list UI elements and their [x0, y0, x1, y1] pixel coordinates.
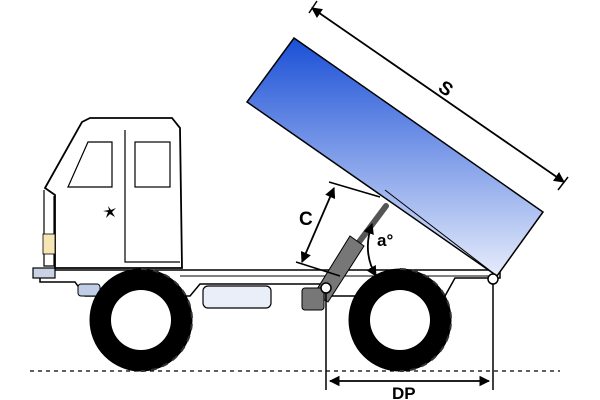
- headlamp: [42, 233, 56, 255]
- cab-front-window: [67, 141, 113, 188]
- fuel-tank: [202, 285, 272, 309]
- label-c: C: [299, 209, 313, 230]
- dimension-dp: [325, 284, 494, 390]
- mirror-arm: [43, 190, 55, 267]
- dimension-c: [295, 181, 381, 277]
- front-wheel: [89, 268, 193, 372]
- label-s: S: [434, 77, 456, 101]
- cab-door: [124, 130, 180, 263]
- cab: [43, 117, 183, 269]
- dump-bed: [245, 36, 545, 278]
- angle-arc: [363, 222, 377, 277]
- cab-side-window: [134, 141, 171, 188]
- cylinder-pivot: [320, 282, 332, 294]
- rear-wheel: [348, 268, 452, 372]
- bed-floor-line: [384, 189, 498, 277]
- front-bumper: [32, 267, 56, 279]
- dimension-s: [308, 0, 569, 191]
- label-angle: a°: [377, 231, 393, 250]
- label-dp: DP: [392, 384, 416, 400]
- bed-hinge-pivot: [487, 273, 499, 285]
- door-handle-icon: [103, 206, 116, 218]
